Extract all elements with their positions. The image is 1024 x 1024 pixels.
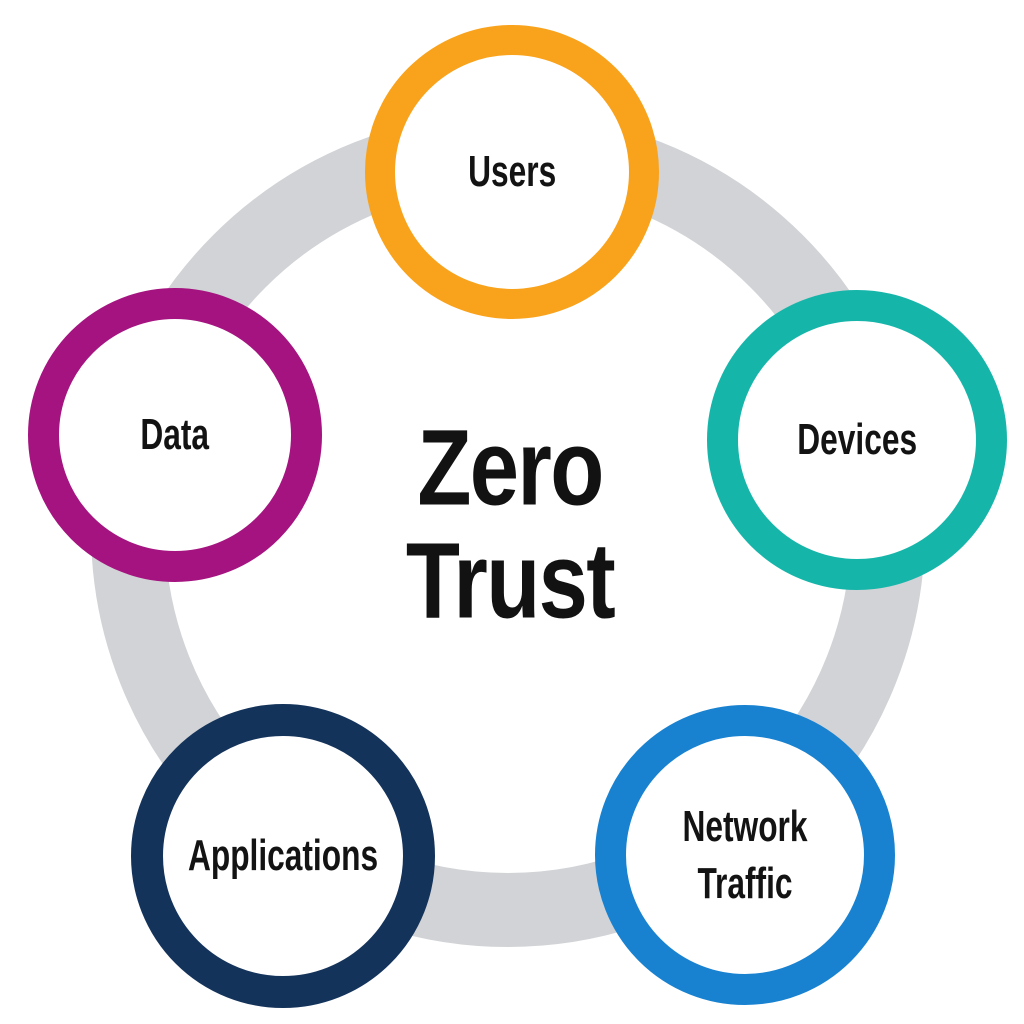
node-applications: Applications [131,704,435,1008]
node-devices-label: Devices [797,415,917,465]
node-network-traffic: Network Traffic [595,705,895,1005]
node-users-label: Users [467,147,557,197]
node-network-traffic-label: Network Traffic [682,801,808,908]
node-data: Data [28,288,322,582]
node-users: Users [365,25,659,319]
node-applications-label: Applications [187,831,379,881]
node-devices: Devices [707,290,1007,590]
center-title: Zero Trust [405,406,616,641]
node-data-label: Data [140,410,210,460]
